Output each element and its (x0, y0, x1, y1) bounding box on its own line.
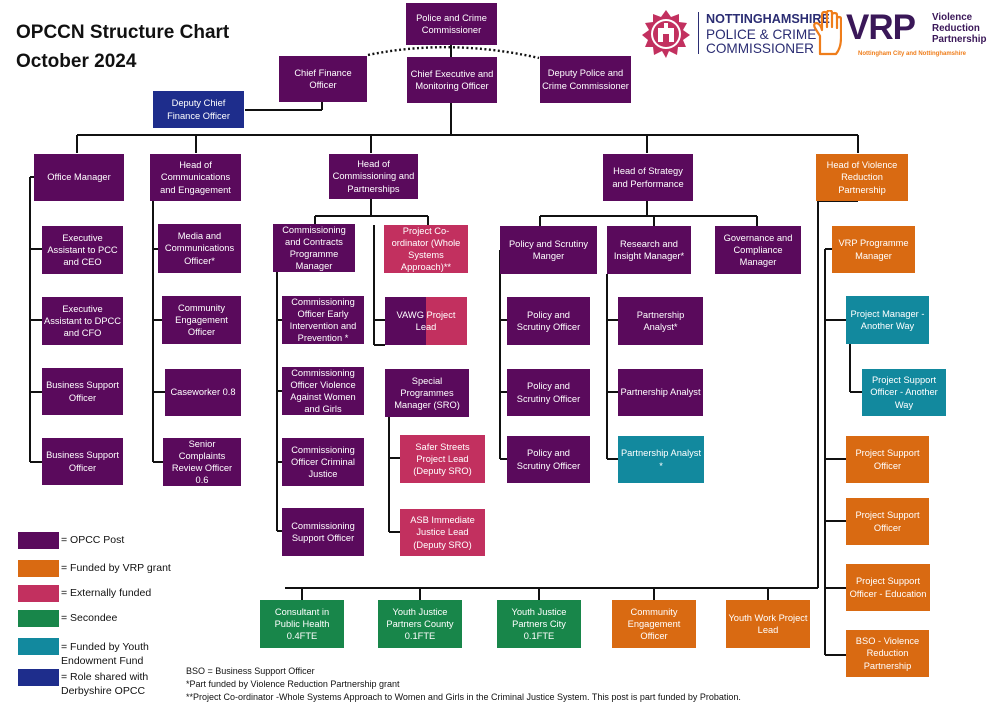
node-vawg-lead: VAWG Project Lead (385, 297, 467, 345)
vrp-logo-tagline: Nottingham City and Nottinghamshire (858, 51, 966, 57)
node-bso-1: Business Support Officer (42, 368, 123, 415)
legend-label-derbyshire: = Role shared with Derbyshire OPCC (61, 671, 149, 697)
legend-label-opcc: = OPCC Post (61, 534, 125, 546)
node-pcc: Police and Crime Commissioner (406, 3, 497, 45)
node-yj-county: Youth Justice Partners County 0.1FTE (378, 600, 462, 648)
node-ceo: Chief Executive and Monitoring Officer (407, 57, 497, 103)
legend-swatch-secondee (18, 610, 59, 627)
node-head-strategy: Head of Strategy and Performance (603, 154, 693, 201)
node-office-manager: Office Manager (34, 154, 124, 201)
node-comm-support: Commissioning Support Officer (282, 508, 364, 556)
logo-divider (698, 12, 699, 54)
node-youth-work-lead: Youth Work Project Lead (726, 600, 810, 648)
pcc-crest-icon (642, 10, 690, 58)
node-senior-complaints: Senior Complaints Review Officer 0.6 (163, 438, 241, 486)
node-governance: Governance and Compliance Manager (715, 226, 801, 274)
node-cfo: Chief Finance Officer (279, 56, 367, 102)
vrp-logo-line1: Violence (932, 12, 973, 23)
legend-swatch-derbyshire (18, 669, 59, 686)
chart-date: October 2024 (16, 51, 137, 72)
node-community-engagement: Community Engagement Officer (162, 296, 241, 344)
node-pso-vrp-2: Project Support Officer (846, 498, 929, 545)
node-pso-2: Policy and Scrutiny Officer (507, 369, 590, 416)
node-co-vawg: Commissioning Officer Violence Against W… (282, 367, 364, 415)
legend-label-external: = Externally funded (61, 587, 152, 599)
node-ccpm: Commissioning and Contracts Programme Ma… (273, 224, 355, 272)
legend-swatch-external (18, 585, 59, 602)
node-head-comms: Head of Communications and Engagement (150, 154, 241, 201)
legend-label-vrp: = Funded by VRP grant (61, 562, 171, 574)
legend-label-secondee: = Secondee (61, 612, 118, 624)
legend-swatch-vrp (18, 560, 59, 577)
vrp-hand-icon (813, 10, 842, 56)
legend-label-yef: = Funded by Youth Endowment Fund (61, 641, 149, 667)
footnote-project-coordinator: **Project Co-ordinator -Whole Systems Ap… (186, 692, 741, 702)
node-partnership-analyst-2: Partnership Analyst (618, 369, 703, 416)
node-bso-vrp: BSO - Violence Reduction Partnership (846, 630, 929, 677)
footnote-bso: BSO = Business Support Officer (186, 666, 315, 676)
node-pso-education: Project Support Officer - Education (846, 564, 930, 611)
vrp-logo-acronym: VRP (846, 8, 916, 47)
node-head-commissioning: Head of Commissioning and Partnerships (329, 154, 418, 199)
node-research-manager: Research and Insight Manager* (607, 226, 691, 274)
node-pso-vrp-1: Project Support Officer (846, 436, 929, 483)
node-pso-1: Policy and Scrutiny Officer (507, 297, 590, 345)
pcc-logo-line1: NOTTINGHAMSHIRE (706, 12, 830, 26)
node-partnership-analyst-3: Partnership Analyst * (618, 436, 704, 483)
node-dpcc: Deputy Police and Crime Commissioner (540, 56, 631, 103)
node-special-programmes: Special Programmes Manager (SRO) (385, 369, 469, 417)
node-partnership-analyst-1: Partnership Analyst* (618, 297, 703, 345)
node-safer-streets: Safer Streets Project Lead (Deputy SRO) (400, 435, 485, 483)
node-community-engagement-vrp: Community Engagement Officer (612, 600, 696, 648)
node-head-vrp: Head of Violence Reduction Partnership (816, 154, 908, 201)
node-consultant-public-health: Consultant in Public Health 0.4FTE (260, 600, 344, 648)
vrp-logo-line2: Reduction (932, 23, 980, 34)
node-co-eip: Commissioning Officer Early Intervention… (282, 296, 364, 344)
node-ea-dpcc: Executive Assistant to DPCC and CFO (42, 297, 123, 345)
footnote-vrp-grant: *Part funded by Violence Reduction Partn… (186, 679, 400, 689)
node-pm-another-way: Project Manager - Another Way (846, 296, 929, 344)
vrp-logo-line3: Partnership (932, 34, 987, 45)
chart-title: OPCCN Structure Chart (16, 22, 230, 43)
node-vrp-programme-manager: VRP Programme Manager (832, 226, 915, 273)
node-co-cj: Commissioning Officer Criminal Justice (282, 438, 364, 486)
legend-swatch-yef (18, 638, 59, 655)
node-policy-manager: Policy and Scrutiny Manger (500, 226, 597, 274)
node-pso-3: Policy and Scrutiny Officer (507, 436, 590, 483)
node-caseworker: Caseworker 0.8 (165, 369, 241, 416)
pcc-logo-line2: POLICE & CRIME (706, 27, 817, 42)
node-yj-city: Youth Justice Partners City 0.1FTE (497, 600, 581, 648)
node-dcfo: Deputy Chief Finance Officer (153, 91, 244, 128)
node-asb-lead: ASB Immediate Justice Lead (Deputy SRO) (400, 509, 485, 556)
node-ea-pcc: Executive Assistant to PCC and CEO (42, 226, 123, 274)
node-project-coordinator: Project Co-ordinator (Whole Systems Appr… (384, 225, 468, 273)
pcc-logo-line3: COMMISSIONER (706, 41, 814, 56)
legend-swatch-opcc (18, 532, 59, 549)
node-media: Media and Communications Officer* (158, 224, 241, 273)
node-bso-2: Business Support Officer (42, 438, 123, 485)
node-pso-another-way: Project Support Officer - Another Way (862, 369, 946, 416)
